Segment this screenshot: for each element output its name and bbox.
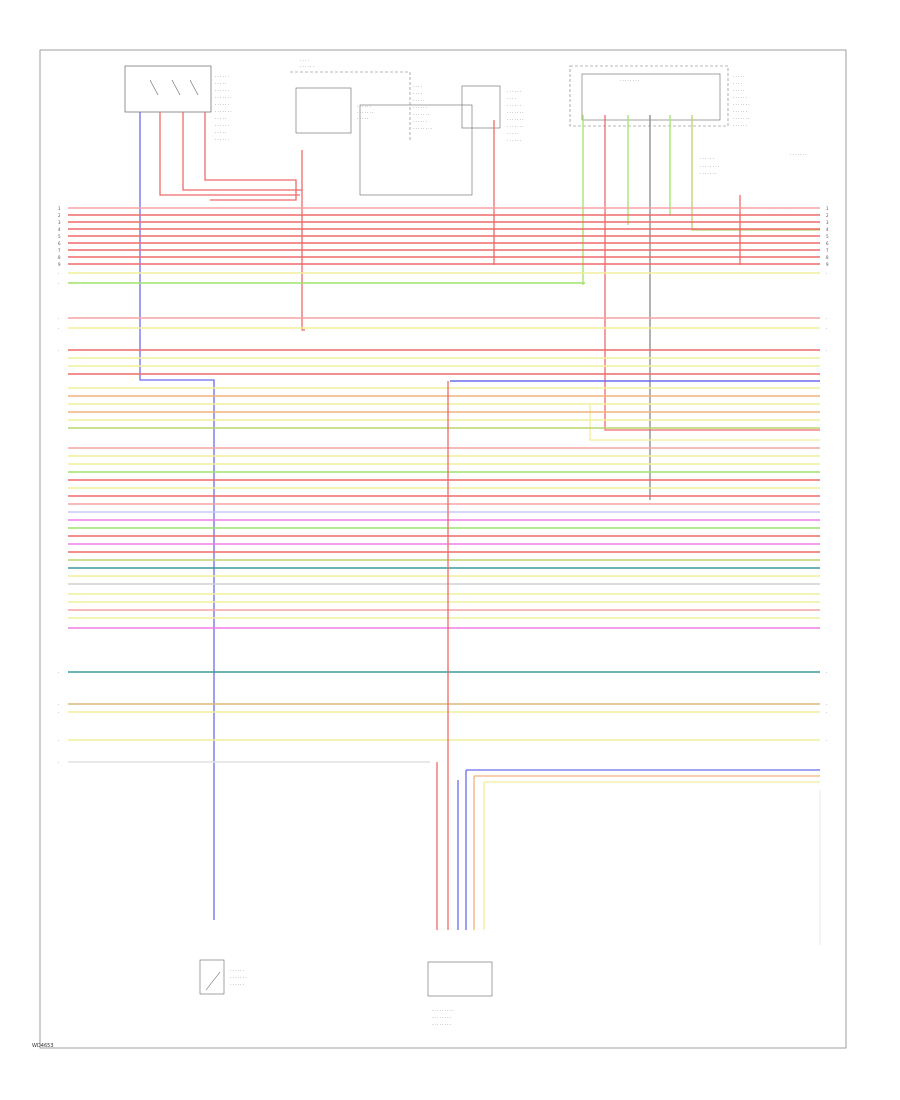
svg-text:· · · · ·: · · · · · [215,116,226,121]
svg-text:7: 7 [826,248,829,253]
svg-text:3: 3 [58,220,61,225]
wire-bundle [68,207,820,763]
svg-text:8: 8 [58,255,61,260]
svg-text:4: 4 [826,227,829,232]
svg-text:·: · [826,738,827,743]
svg-text:·: · [826,670,827,675]
diagram-frame [39,49,847,1049]
svg-text:9: 9 [826,262,829,267]
svg-text:· · · · · ·: · · · · · · [230,968,244,973]
svg-text:· · · · · ·: · · · · · · [215,74,229,79]
svg-text:· · · · · · ·: · · · · · · · [215,95,232,100]
svg-text:4: 4 [58,227,61,232]
svg-text:· · · · · ·: · · · · · · [215,88,229,93]
component-module: · · · · · · · · · · · · · · · · · · · · … [461,85,524,143]
svg-text:·: · [58,281,59,286]
svg-text:· · · ·: · · · · [413,91,422,96]
svg-text:· · · · · ·: · · · · · · [413,119,427,124]
svg-text:· · · · · ·: · · · · · · [230,982,244,987]
svg-text:· · · · ·: · · · · · [357,116,368,121]
svg-text:·: · [58,738,59,743]
svg-text:· · · · · · ·: · · · · · · · [507,117,524,122]
svg-text:·: · [58,316,59,321]
bottom-wires [436,381,820,930]
svg-text:· · · · · ·: · · · · · · [700,156,714,161]
svg-text:· · · · · · ·: · · · · · · · [733,102,750,107]
svg-text:· · · · · ·: · · · · · · [215,137,229,142]
svg-text:·: · [826,316,827,321]
svg-text:·: · [826,348,827,353]
svg-text:5: 5 [58,234,61,239]
svg-text:9: 9 [58,262,61,267]
svg-text:· · · · · · ·: · · · · · · · [700,171,717,176]
component-relay: · · · · · · · · · · · · · · · · · · · · … [290,58,473,196]
svg-text:· · · · · · · ·: · · · · · · · · [620,78,639,83]
svg-text:· · · · · ·: · · · · · · [733,123,747,128]
svg-text:· · · · · ·: · · · · · · [215,102,229,107]
svg-text:· · · · ·: · · · · · [215,81,226,86]
svg-text:·: · [58,710,59,715]
svg-text:·: · [826,710,827,715]
component-sensor-bottom: · · · · · · · · · · · · · · · · · · · · … [427,961,493,1027]
svg-text:· · · · · · ·: · · · · · · · [230,975,247,980]
svg-text:·: · [58,348,59,353]
svg-text:· · · · ·: · · · · · [733,74,744,79]
svg-text:1: 1 [58,206,61,211]
svg-text:· · · · · ·: · · · · · · [215,123,229,128]
svg-text:6: 6 [826,241,829,246]
svg-text:8: 8 [826,255,829,260]
svg-text:· · · · · ·: · · · · · · [300,64,314,69]
svg-text:·: · [826,326,827,331]
svg-text:· · · · · · · · ·: · · · · · · · · · [432,1008,454,1013]
svg-text:5: 5 [826,234,829,239]
svg-text:· · · · · · ·: · · · · · · · [413,112,430,117]
svg-text:· · · · · · · ·: · · · · · · · · [413,126,432,131]
svg-text:· · · · ·: · · · · · [413,98,424,103]
svg-text:· · · · · · · ·: · · · · · · · · [432,1015,451,1020]
svg-text:· · · · · ·: · · · · · · [507,138,521,143]
svg-text:·: · [826,271,827,276]
svg-text:·: · [58,702,59,707]
svg-text:· · · · · · ·: · · · · · · · [790,152,807,157]
svg-text:· · · · · ·: · · · · · · [507,103,521,108]
svg-text:· · · · ·: · · · · · [215,130,226,135]
component-sensor-left: · · · · · · · · · · · · · · · · · · · [199,959,247,995]
svg-text:· · · · · · ·: · · · · · · · [357,110,374,115]
svg-text:2: 2 [58,213,61,218]
svg-text:· · · · · ·: · · · · · · [413,105,427,110]
svg-text:·: · [826,702,827,707]
svg-text:· · · · · ·: · · · · · · [507,89,521,94]
footer-code: WD4653 [32,1043,54,1049]
svg-text:1: 1 [826,206,829,211]
svg-text:·: · [58,670,59,675]
svg-text:· · · · · · ·: · · · · · · · [507,110,524,115]
svg-text:· · · · · ·: · · · · · · [733,95,747,100]
svg-text:·: · [58,271,59,276]
svg-text:·: · [58,326,59,331]
svg-text:· · · · · · ·: · · · · · · · [507,124,524,129]
svg-text:6: 6 [58,241,61,246]
svg-text:3: 3 [826,220,829,225]
svg-text:· · · · · · · ·: · · · · · · · · [700,164,719,169]
svg-text:· · · ·: · · · · [300,58,309,63]
svg-text:· · · ·: · · · · [507,96,516,101]
svg-text:2: 2 [826,213,829,218]
svg-text:· · · ·: · · · · [413,84,422,89]
svg-text:· · · ·: · · · · [733,81,742,86]
svg-text:·: · [58,760,59,765]
svg-text:7: 7 [58,248,61,253]
svg-text:· · · · · · ·: · · · · · · · [215,109,232,114]
svg-text:· · · · · · ·: · · · · · · · [733,116,750,121]
svg-text:· · · · · ·: · · · · · · [733,109,747,114]
row-numbers: 1 1 2 2 3 3 4 4 5 5 6 6 7 7 8 8 9 9 · · · · · · · · ·… [58,206,829,765]
svg-text:· · · · ·: · · · · · [507,131,518,136]
svg-text:· · · · · · · ·: · · · · · · · · [432,1022,451,1027]
component-switch-1: · · · · · · · · · · · · · · · · · · · · … [124,65,232,142]
vertical-drops [139,112,820,920]
svg-text:· · · · ·: · · · · · [733,88,744,93]
svg-text:· · · · · ·: · · · · · · [357,104,371,109]
